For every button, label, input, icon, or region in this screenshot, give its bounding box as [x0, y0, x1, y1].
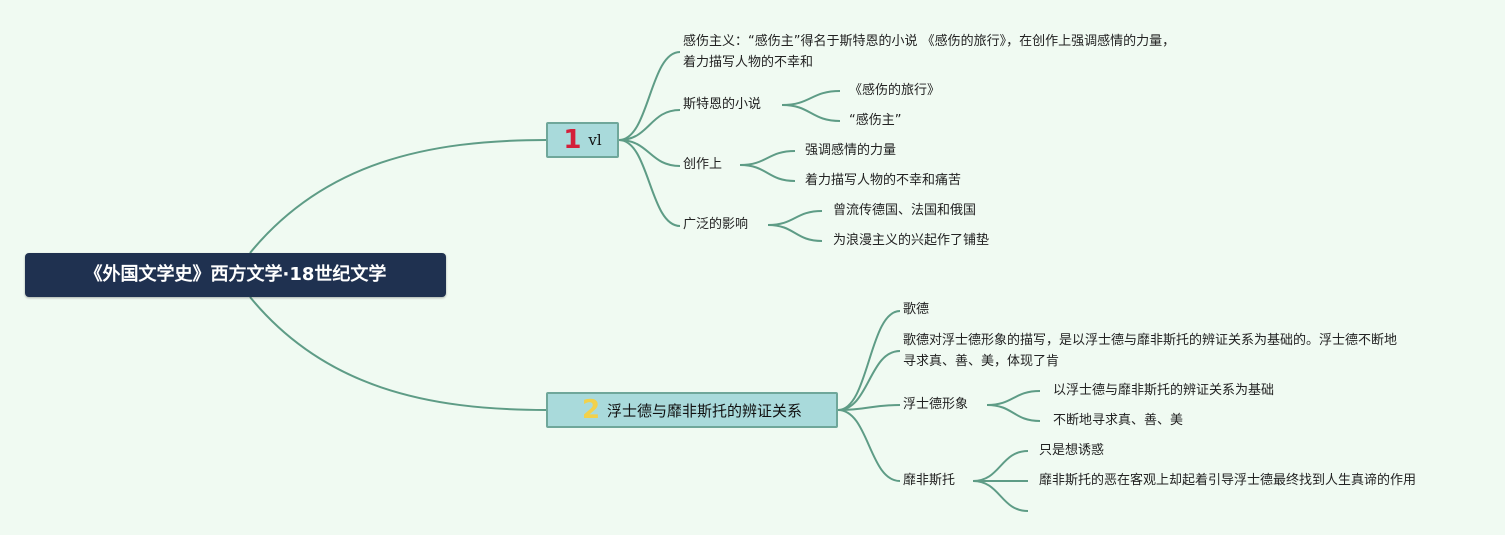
subtopic-sentimental-journey[interactable]: 《感伤的旅行》	[849, 83, 941, 98]
topic-goethe[interactable]: 歌德	[903, 302, 930, 317]
edge-b1-sterne	[618, 109, 681, 141]
edge-b2-goethe	[837, 310, 901, 411]
branch-2-topic[interactable]: 2 浮士德与靡非斯托的辨证关系	[546, 392, 838, 428]
edge-b2-mephisto	[837, 409, 901, 482]
subtopic-dialectical-basis[interactable]: 以浮士德与靡非斯托的辨证关系为基础	[1053, 383, 1275, 398]
number-2-icon: 2	[581, 395, 601, 425]
subtopic-emphasize-emotion[interactable]: 强调感情的力量	[805, 143, 897, 158]
edge-b1-creation	[618, 139, 681, 167]
edge-mephisto-empty	[972, 480, 1029, 512]
edge-b1-influence	[618, 139, 681, 227]
topic-creation[interactable]: 创作上	[683, 157, 723, 172]
number-1-icon: 1	[563, 125, 582, 155]
edge-b1-sentimentalism	[618, 51, 681, 141]
subtopic-romanticism[interactable]: 为浪漫主义的兴起作了铺垫	[833, 233, 990, 248]
edge-faust-pursue	[986, 404, 1041, 422]
edge-sterne-sentimentalist	[781, 104, 841, 122]
subtopic-evil-guides[interactable]: 靡非斯托的恶在客观上却起着引导浮士德最终找到人生真谛的作用	[1039, 473, 1417, 488]
edge-influence-spread	[767, 210, 823, 226]
edge-influence-romanticism	[767, 224, 823, 242]
edge-b2-faust	[837, 404, 901, 411]
topic-goethe-depiction[interactable]: 歌德对浮士德形象的描写，是以浮士德与靡非斯托的辨证关系为基础的。浮士德不断地寻求…	[903, 333, 1398, 369]
subtopic-pursue-truth[interactable]: 不断地寻求真、善、美	[1053, 413, 1184, 428]
edge-creation-misfortune	[739, 164, 796, 182]
topic-sterne-novel[interactable]: 斯特恩的小说	[683, 97, 762, 112]
edge-sterne-journey	[781, 90, 841, 106]
edge-b2-depiction	[837, 350, 901, 411]
edge-root-branch-1	[249, 139, 547, 254]
branch-1-label: vl	[588, 131, 602, 149]
topic-sentimentalism[interactable]: 感伤主义：“感伤主”得名于斯特恩的小说 《感伤的旅行》，在创作上强调感情的力量，…	[683, 34, 1176, 70]
subtopic-depict-misfortune[interactable]: 着力描写人物的不幸和痛苦	[805, 173, 962, 188]
subtopic-only-tempt[interactable]: 只是想诱惑	[1039, 443, 1105, 458]
branch-1-topic[interactable]: 1 vl	[546, 122, 619, 158]
subtopic-spread-countries[interactable]: 曾流传德国、法国和俄国	[833, 203, 977, 218]
edge-root-branch-2	[249, 296, 547, 411]
edge-mephisto-tempt	[972, 450, 1029, 482]
edge-faust-basis	[986, 390, 1041, 406]
branch-2-label: 浮士德与靡非斯托的辨证关系	[607, 401, 803, 420]
subtopic-sentimentalist[interactable]: “感伤主”	[849, 113, 902, 128]
root-topic[interactable]: 《外国文学史》西方文学·18世纪文学	[25, 253, 446, 297]
topic-wide-influence[interactable]: 广泛的影响	[683, 217, 749, 232]
edge-creation-emotion	[739, 150, 796, 166]
topic-mephisto[interactable]: 靡非斯托	[903, 473, 956, 488]
topic-faust-image[interactable]: 浮士德形象	[903, 397, 969, 412]
